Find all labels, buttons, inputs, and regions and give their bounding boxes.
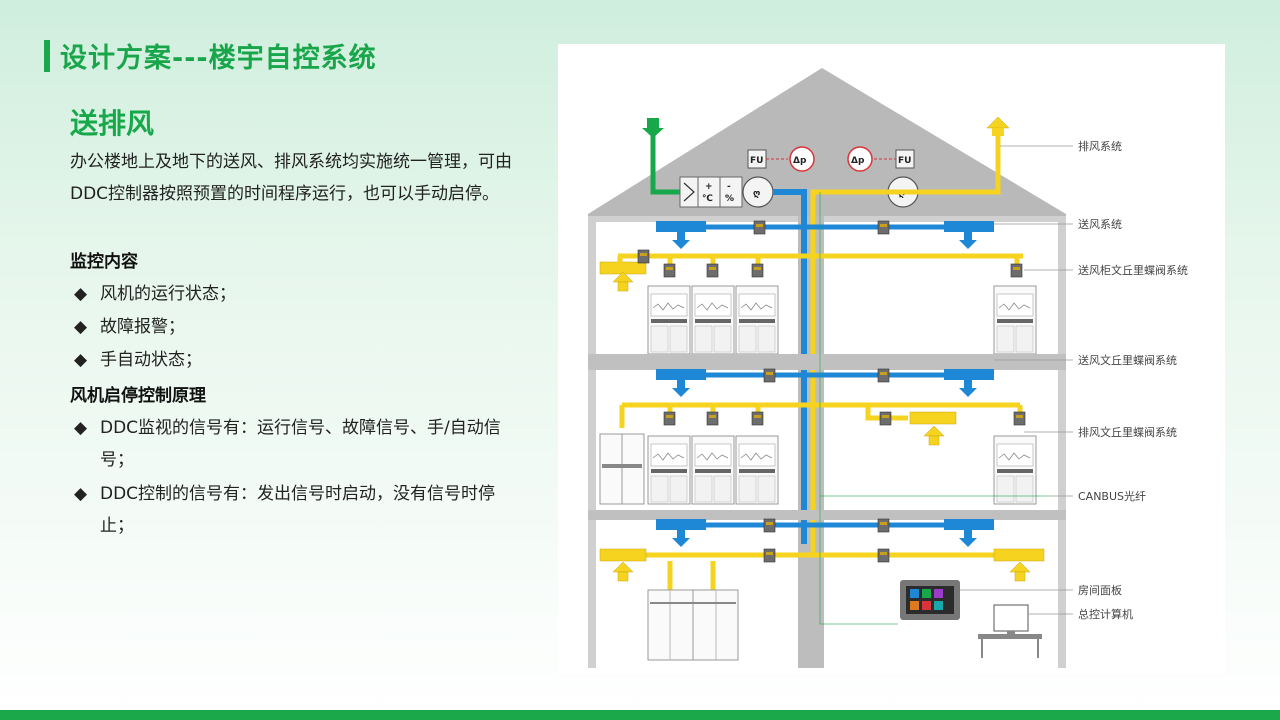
supply-riser-duct xyxy=(773,189,807,544)
svg-text:ღ: ღ xyxy=(753,189,760,199)
control-item: ◆ DDC控制的信号有：发出信号时启动，没有信号时停止； xyxy=(70,478,520,542)
monitor-item-text: 风机的运行状态； xyxy=(100,284,236,304)
exhaust-riser-duct xyxy=(810,134,1001,556)
diamond-bullet-icon: ◆ xyxy=(74,317,88,337)
diamond-bullet-icon: ◆ xyxy=(74,418,88,438)
svg-text:FU: FU xyxy=(898,156,911,166)
label-canbus: CANBUS光纤 xyxy=(1078,489,1146,503)
monitor-heading: 监控内容 xyxy=(70,252,138,272)
fresh-air-intake-duct xyxy=(650,134,683,195)
label-control-computer: 总控计算机 xyxy=(1078,607,1133,621)
control-item-text: DDC监视的信号有：运行信号、故障信号、手/自动信号； xyxy=(100,418,501,470)
pressure-sensor-icon xyxy=(847,146,873,172)
monitor-item-text: 故障报警； xyxy=(100,317,185,337)
bas-ventilation-diagram: + ℃ - % ღ FU Δp ღ FU Δp xyxy=(558,44,1225,674)
canbus-fiber-line xyxy=(819,192,898,625)
svg-text:-: - xyxy=(727,182,731,192)
title-accent-bar xyxy=(44,40,50,72)
label-supply-system: 送风系统 xyxy=(1078,217,1122,231)
air-handling-unit xyxy=(679,176,743,208)
diamond-bullet-icon: ◆ xyxy=(74,284,88,304)
control-item-text: DDC控制的信号有：发出信号时启动，没有信号时停止； xyxy=(100,484,496,536)
label-hood-venturi: 送风柜文丘里蝶阀系统 xyxy=(1078,263,1188,277)
bottom-accent-bar xyxy=(0,710,1280,720)
svg-text:℃: ℃ xyxy=(702,194,713,204)
monitor-item: ◆ 手自动状态； xyxy=(70,344,520,376)
monitor-item: ◆ 风机的运行状态； xyxy=(70,278,520,310)
monitor-item: ◆ 故障报警； xyxy=(70,311,520,343)
label-room-panel: 房间面板 xyxy=(1078,583,1122,597)
svg-text:+: + xyxy=(705,182,713,192)
pressure-sensor-icon xyxy=(789,146,815,172)
label-exhaust-venturi: 排风文丘里蝶阀系统 xyxy=(1078,425,1177,439)
svg-text:Δp: Δp xyxy=(793,156,807,166)
control-heading: 风机启停控制原理 xyxy=(70,386,206,406)
control-item: ◆ DDC监视的信号有：运行信号、故障信号、手/自动信号； xyxy=(70,412,520,476)
svg-text:%: % xyxy=(725,194,734,204)
monitor-item-text: 手自动状态； xyxy=(100,350,202,370)
label-exhaust-system: 排风系统 xyxy=(1078,139,1122,153)
diamond-bullet-icon: ◆ xyxy=(74,350,88,370)
intro-paragraph: 办公楼地上及地下的送风、排风系统均实施统一管理，可由DDC控制器按照预置的时间程… xyxy=(70,152,512,204)
control-computer-icon xyxy=(993,604,1029,632)
diamond-bullet-icon: ◆ xyxy=(74,484,88,504)
svg-text:Δp: Δp xyxy=(851,156,865,166)
svg-text:FU: FU xyxy=(750,156,763,166)
label-supply-venturi: 送风文丘里蝶阀系统 xyxy=(1078,353,1177,367)
page-title: 设计方案---楼宇自控系统 xyxy=(60,43,377,74)
section-title: 送排风 xyxy=(70,107,155,140)
